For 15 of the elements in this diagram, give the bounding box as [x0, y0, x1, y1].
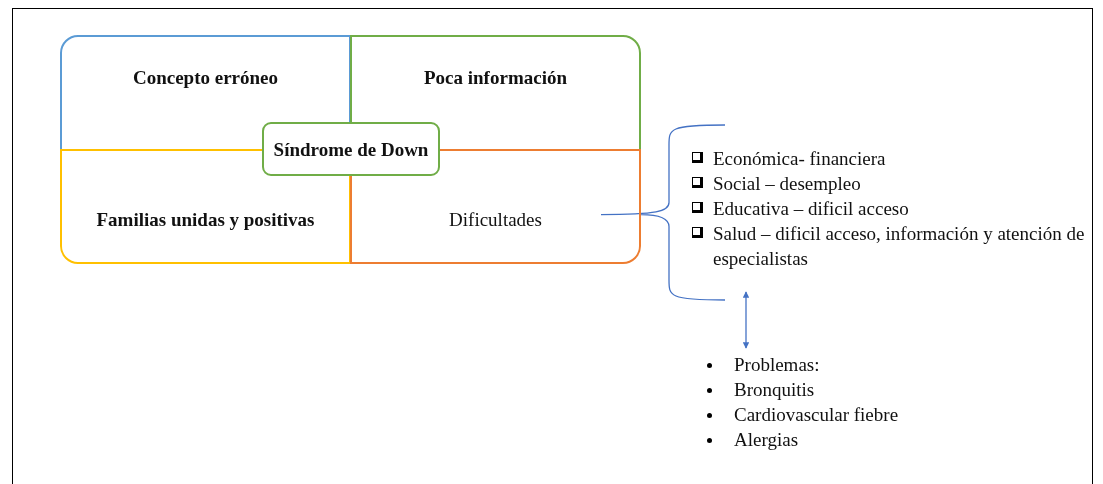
- brace-connector: [600, 124, 726, 301]
- list-item-text: Problemas:: [734, 353, 820, 377]
- list-item-text: Cardiovascular fiebre: [734, 403, 899, 427]
- list-item-text: Salud – dificil acceso, información y atención de especialistas: [713, 222, 1086, 271]
- quadrant-label: Concepto erróneo: [132, 67, 279, 89]
- list-item-text: Económica- financiera: [713, 147, 886, 171]
- quadrant-label: Dificultades: [449, 208, 542, 231]
- double-arrow: [742, 291, 750, 349]
- quadrant-label: Poca información: [424, 67, 567, 89]
- quadrant-label: Familias unidas y positivas: [96, 208, 315, 231]
- list-item-text: Educativa – dificil acceso: [713, 197, 909, 221]
- list-item-text: Alergias: [734, 428, 799, 452]
- list-item-text: Social – desempleo: [713, 172, 861, 196]
- title-box: Síndrome de Down: [262, 122, 440, 176]
- list-item-text: Bronquitis: [734, 378, 815, 402]
